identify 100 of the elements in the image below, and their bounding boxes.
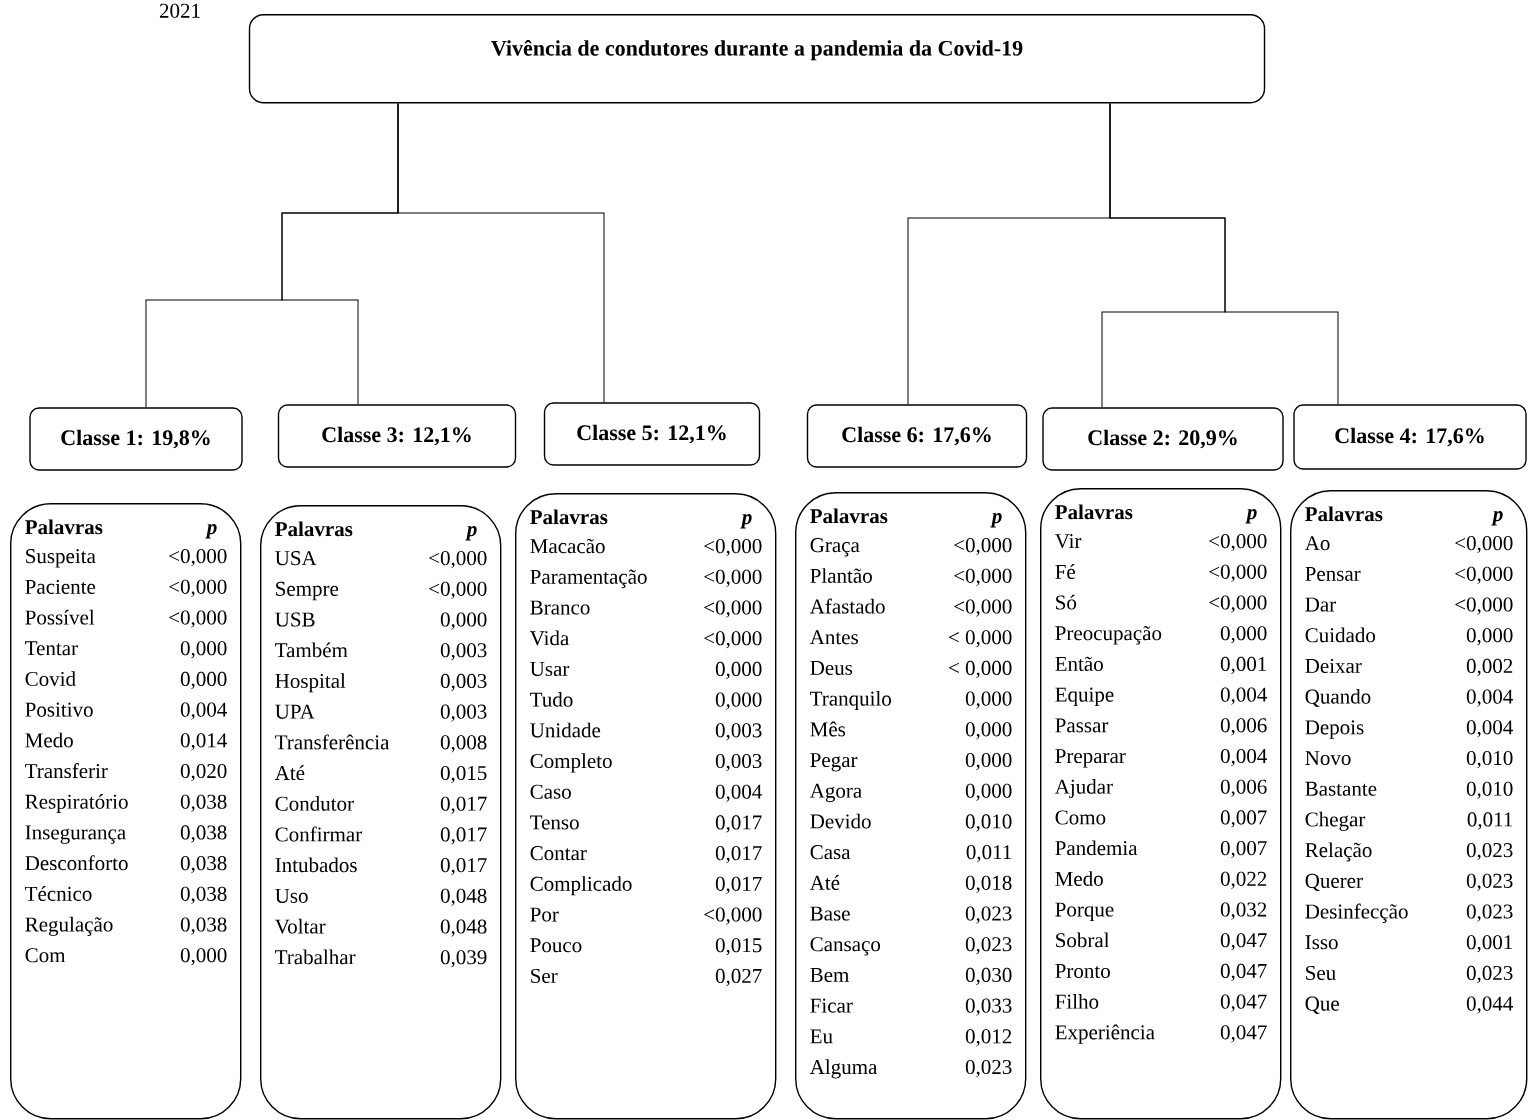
column-header: p xyxy=(1245,509,1257,524)
word: Casa xyxy=(810,845,851,860)
p-value: 0,032 xyxy=(1220,902,1267,920)
word: Graça xyxy=(810,538,860,557)
word: Agora xyxy=(809,783,862,803)
p-value: 0,001 xyxy=(1466,935,1513,953)
word: Ajudar xyxy=(1054,779,1113,799)
p-value: 0,004 xyxy=(1466,689,1513,707)
p-value: 0,006 xyxy=(1220,779,1267,797)
word: Quando xyxy=(1305,688,1371,707)
word: Afastado xyxy=(809,598,885,614)
p-value: 0,010 xyxy=(1466,750,1513,769)
word: Possível xyxy=(25,609,95,625)
word: Novo xyxy=(1305,751,1351,766)
p-value: 0,038 xyxy=(180,825,227,843)
word: Paciente xyxy=(25,579,96,594)
word: Complicado xyxy=(530,876,632,896)
word: Querer xyxy=(1305,873,1363,892)
word: Transferência xyxy=(275,734,390,750)
p-value: 0,000 xyxy=(1220,626,1267,644)
p-value: <0,000 xyxy=(169,610,227,628)
word: Fé xyxy=(1055,564,1075,579)
p-value: 0,020 xyxy=(180,763,227,782)
p-value: 0,017 xyxy=(440,796,487,814)
word: Também xyxy=(275,642,348,658)
word: Então xyxy=(1055,656,1103,671)
word: Que xyxy=(1305,996,1339,1014)
word: Por xyxy=(530,907,559,922)
word: Contar xyxy=(530,846,587,861)
word: Insegurança xyxy=(25,825,126,844)
p-value: 0,047 xyxy=(1220,963,1267,982)
p-value: <0,000 xyxy=(1455,597,1513,615)
p-value: 0,002 xyxy=(1466,658,1513,677)
column-header: Palavras xyxy=(810,508,888,524)
p-value: 0,003 xyxy=(440,704,487,722)
word: Com xyxy=(25,948,66,963)
p-value: 0,001 xyxy=(1220,656,1267,675)
year-label: 2021 xyxy=(159,3,200,18)
word: Caso xyxy=(530,784,571,799)
p-value: 0,000 xyxy=(965,783,1012,801)
word: Condutor xyxy=(275,796,354,811)
p-value: 0,010 xyxy=(965,814,1012,832)
p-value: 0,047 xyxy=(1220,994,1267,1012)
p-value: 0,022 xyxy=(1220,871,1267,889)
word: Seu xyxy=(1306,965,1336,980)
p-value: 0,017 xyxy=(715,846,762,864)
word: Tudo xyxy=(530,691,573,707)
word: Pouco xyxy=(530,938,582,953)
column-header: p xyxy=(205,524,217,539)
word: Transferir xyxy=(25,763,108,779)
word: USB xyxy=(275,612,315,627)
dendrogram-line xyxy=(397,102,605,403)
p-value: 0,000 xyxy=(715,661,762,680)
p-value: 0,000 xyxy=(965,722,1012,740)
word: Voltar xyxy=(274,918,326,934)
p-value: <0,000 xyxy=(429,551,487,569)
word: Medo xyxy=(1055,871,1103,886)
word: Preocupação xyxy=(1055,625,1162,645)
word: Equipe xyxy=(1055,687,1114,706)
class-box: Classe 3: 12,1% xyxy=(277,404,517,468)
word: Covid xyxy=(25,671,76,686)
word: Passar xyxy=(1055,718,1109,733)
class-box: Classe 1: 19,8% xyxy=(29,407,243,471)
word: USA xyxy=(275,551,317,566)
p-value: 0,007 xyxy=(1220,841,1267,859)
p-value: 0,030 xyxy=(965,967,1012,986)
word: Eu xyxy=(810,1029,833,1044)
p-value: <0,000 xyxy=(1209,595,1267,613)
p-value: 0,000 xyxy=(715,692,762,710)
word: Antes xyxy=(809,630,858,645)
word: Devido xyxy=(810,813,871,829)
column-header: p xyxy=(990,513,1002,528)
word: Vida xyxy=(529,630,569,646)
p-value: < 0,000 xyxy=(949,660,1012,679)
word: Bem xyxy=(810,968,850,982)
word: Plantão xyxy=(810,568,872,583)
word: Dar xyxy=(1305,597,1336,612)
column-header: Palavras xyxy=(25,519,103,535)
word: Respiratório xyxy=(25,794,128,814)
class-box: Classe 6: 17,6% xyxy=(806,404,1028,468)
word: Branco xyxy=(530,600,590,615)
p-value: 0,017 xyxy=(440,827,487,845)
p-value: 0,000 xyxy=(180,641,227,659)
word: Tranquilo xyxy=(810,690,891,710)
p-value: 0,039 xyxy=(440,950,487,968)
p-value: 0,006 xyxy=(1220,718,1267,736)
word: Desconforto xyxy=(25,855,128,871)
p-value: <0,000 xyxy=(169,579,227,597)
p-value: 0,038 xyxy=(180,856,227,874)
p-value: 0,018 xyxy=(965,875,1012,893)
p-value: <0,000 xyxy=(704,569,762,587)
word: Mês xyxy=(810,721,846,737)
word: Técnico xyxy=(25,886,92,901)
p-value: 0,014 xyxy=(180,733,227,751)
word: Ser xyxy=(531,968,558,983)
p-value: 0,011 xyxy=(966,845,1012,863)
p-value: 0,015 xyxy=(440,765,487,784)
column-header: p xyxy=(1491,511,1503,526)
word: Porque xyxy=(1055,902,1114,921)
p-value: <0,000 xyxy=(704,631,762,649)
